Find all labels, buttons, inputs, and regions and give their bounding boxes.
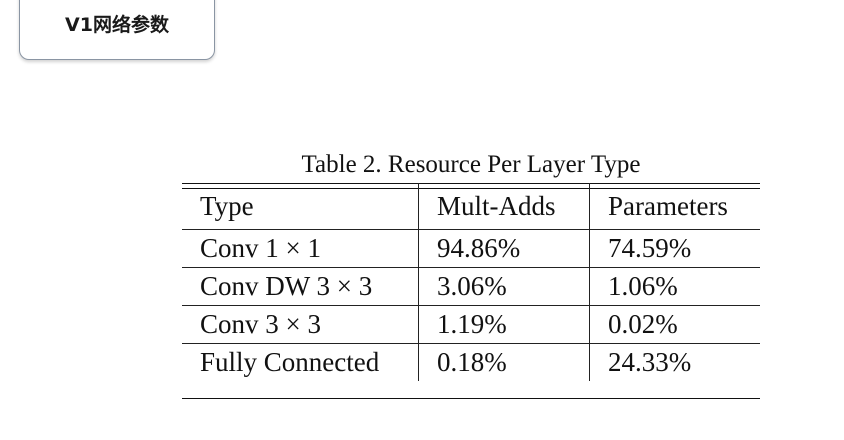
cell-mult-adds: 94.86% <box>418 229 590 268</box>
cell-parameters: 24.33% <box>589 343 760 381</box>
table-bottom-rule <box>182 398 760 399</box>
header-parameters: Parameters <box>608 191 728 221</box>
table-row: Fully Connected 0.18% 24.33% <box>182 343 760 381</box>
table-header-row: Type Mult-Adds Parameters <box>182 183 760 230</box>
slide-title: V1网络参数 <box>65 14 169 36</box>
header-type: Type <box>182 183 419 230</box>
table-row: Conv DW 3 × 3 3.06% 1.06% <box>182 267 760 306</box>
cell-mult-adds: 1.19% <box>418 305 590 344</box>
header-mult-adds: Mult-Adds <box>418 183 590 230</box>
cell-mult-adds: 3.06% <box>418 267 590 306</box>
cell-type: Conv DW 3 × 3 <box>182 267 419 306</box>
cell-parameters: 74.59% <box>589 229 760 268</box>
table-caption: Table 2. Resource Per Layer Type <box>301 151 641 178</box>
cell-mult-adds: 0.18% <box>418 343 590 381</box>
resource-table: Type Mult-Adds Parameters Conv 1 × 1 94.… <box>182 183 760 381</box>
cell-type: Fully Connected <box>182 343 419 381</box>
cell-type: Conv 3 × 3 <box>182 305 419 344</box>
cell-type: Conv 1 × 1 <box>182 229 419 268</box>
cell-parameters: 0.02% <box>589 305 760 344</box>
title-tab: V1网络参数 <box>19 0 215 60</box>
table-row: Conv 1 × 1 94.86% 74.59% <box>182 229 760 268</box>
table-row: Conv 3 × 3 1.19% 0.02% <box>182 305 760 344</box>
cell-parameters: 1.06% <box>589 267 760 306</box>
